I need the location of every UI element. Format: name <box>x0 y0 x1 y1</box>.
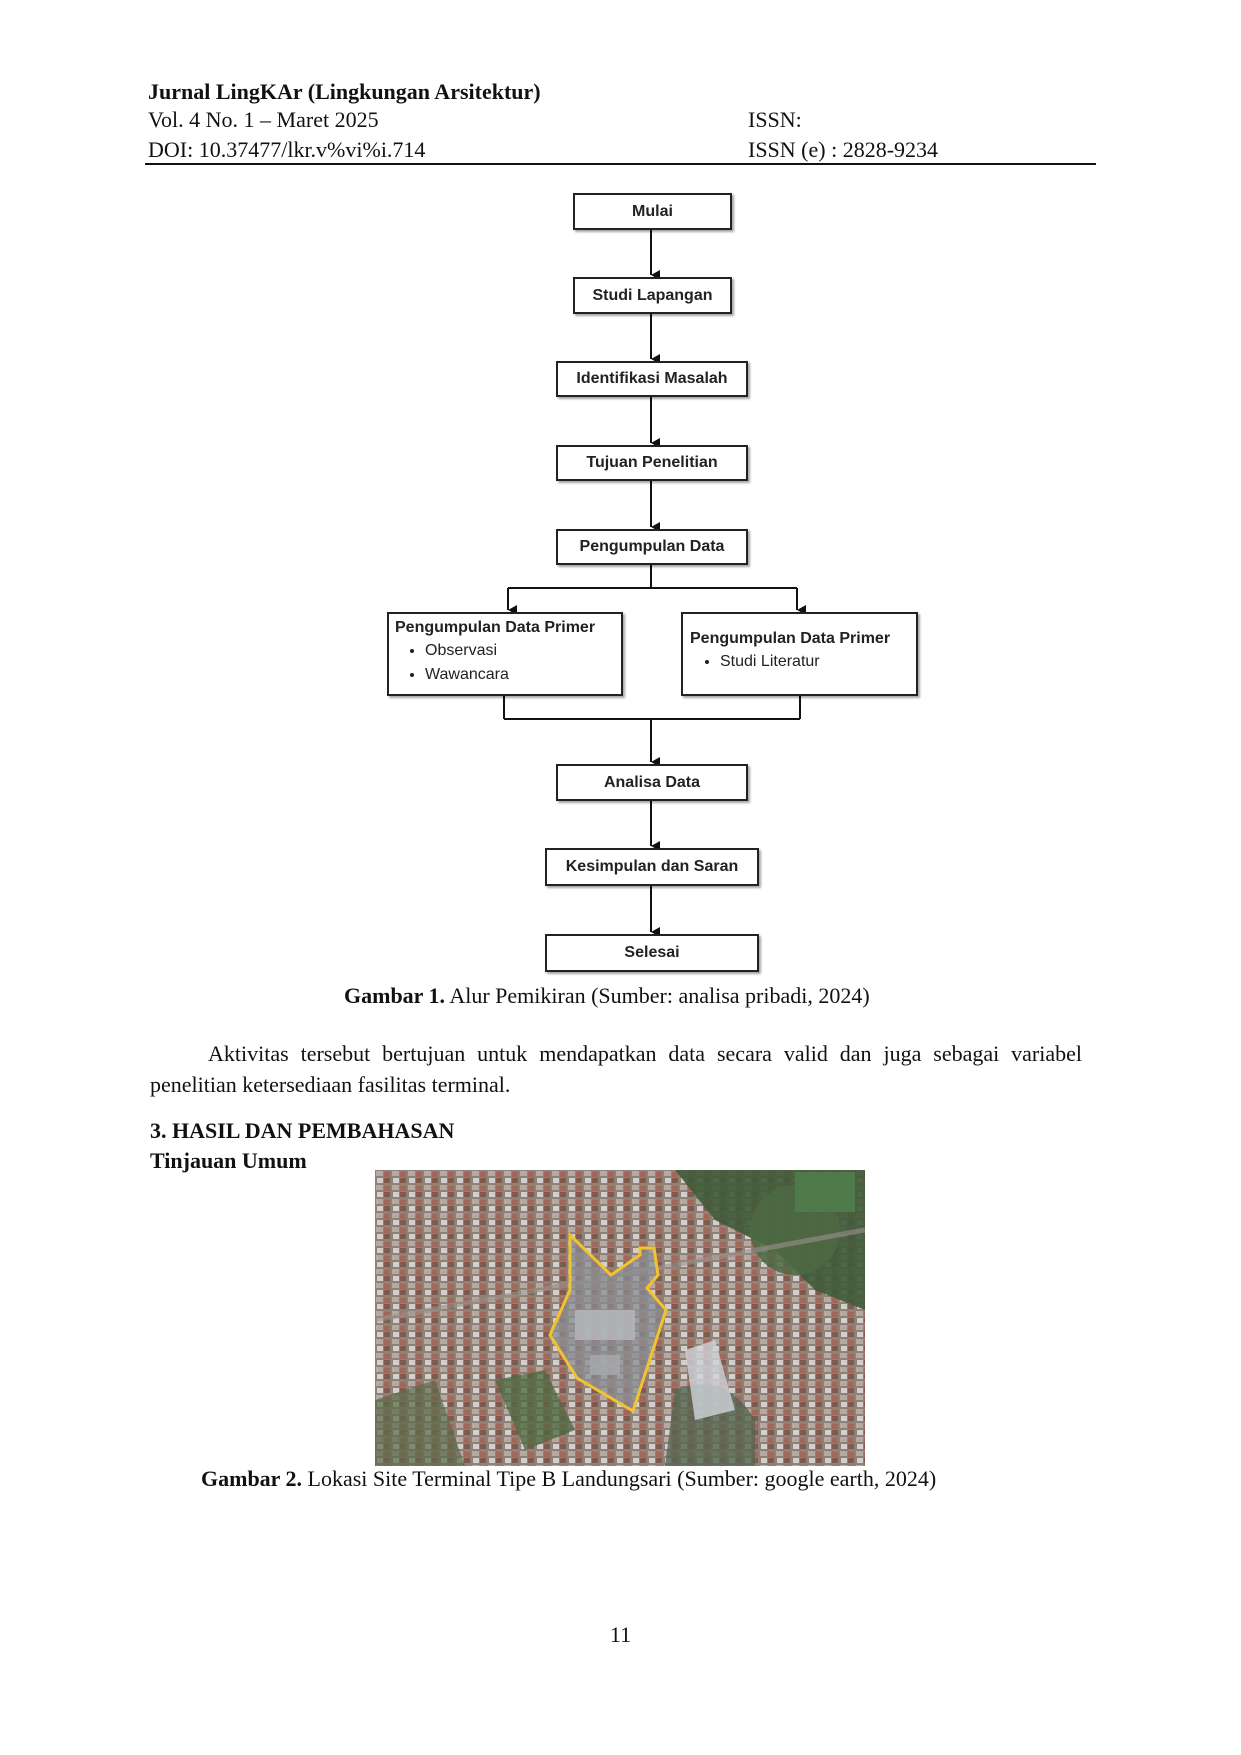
figure2-caption: Gambar 2. Lokasi Site Terminal Tipe B La… <box>201 1466 936 1492</box>
body-paragraph-text: Aktivitas tersebut bertujuan untuk menda… <box>150 1041 1082 1097</box>
flowchart: Mulai Studi Lapangan Identifikasi Masala… <box>0 0 1241 990</box>
flowchart-connectors <box>503 230 806 937</box>
journal-issn-e: ISSN (e) : 2828-9234 <box>748 137 939 162</box>
figure1-caption: Gambar 1. Alur Pemikiran (Sumber: analis… <box>344 983 870 1009</box>
site-satellite-map <box>375 1170 865 1466</box>
body-paragraph: Aktivitas tersebut bertujuan untuk menda… <box>150 1038 1082 1100</box>
flow-kesimpulan-saran: Kesimpulan dan Saran <box>545 848 759 886</box>
branch-left-title: Pengumpulan Data Primer <box>395 619 596 636</box>
satellite-image <box>375 1170 865 1466</box>
site-boundary-outline <box>548 1231 668 1414</box>
flow-analisa-data: Analisa Data <box>556 764 748 801</box>
flow-identifikasi-masalah: Identifikasi Masalah <box>556 361 748 397</box>
journal-issn: ISSN: <box>748 107 802 132</box>
flow-branch-right: Pengumpulan Data Primer Studi Literatur <box>681 612 918 696</box>
figure2-label: Gambar 2. <box>201 1466 303 1491</box>
flow-start: Mulai <box>573 193 732 230</box>
journal-title: Jurnal LingKAr (Lingkungan Arsitektur) <box>148 79 541 104</box>
branch-left-list: Observasi Wawancara <box>395 639 621 687</box>
journal-doi: DOI: 10.37477/lkr.v%vi%i.714 <box>148 137 426 162</box>
flow-studi-lapangan: Studi Lapangan <box>573 277 732 314</box>
figure1-label: Gambar 1. <box>344 983 446 1008</box>
figure1-text: Alur Pemikiran (Sumber: analisa pribadi,… <box>445 983 870 1008</box>
flow-pengumpulan-data: Pengumpulan Data <box>556 529 748 565</box>
branch-left-item: Observasi <box>425 639 621 663</box>
flow-tujuan-penelitian: Tujuan Penelitian <box>556 445 748 481</box>
branch-right-title: Pengumpulan Data Primer <box>690 630 891 647</box>
section-subheading: Tinjauan Umum <box>150 1148 307 1173</box>
flow-branch-left: Pengumpulan Data Primer Observasi Wawanc… <box>387 612 623 696</box>
flow-end: Selesai <box>545 934 759 972</box>
branch-right-item: Studi Literatur <box>720 650 916 674</box>
branch-right-list: Studi Literatur <box>690 650 916 674</box>
section-heading: 3. HASIL DAN PEMBAHASAN <box>150 1118 455 1143</box>
branch-left-item: Wawancara <box>425 663 621 687</box>
page-number: 11 <box>609 1622 632 1647</box>
header-rule <box>145 163 1096 165</box>
journal-volume: Vol. 4 No. 1 – Maret 2025 <box>148 107 379 132</box>
figure2-text: Lokasi Site Terminal Tipe B Landungsari … <box>302 1466 937 1491</box>
